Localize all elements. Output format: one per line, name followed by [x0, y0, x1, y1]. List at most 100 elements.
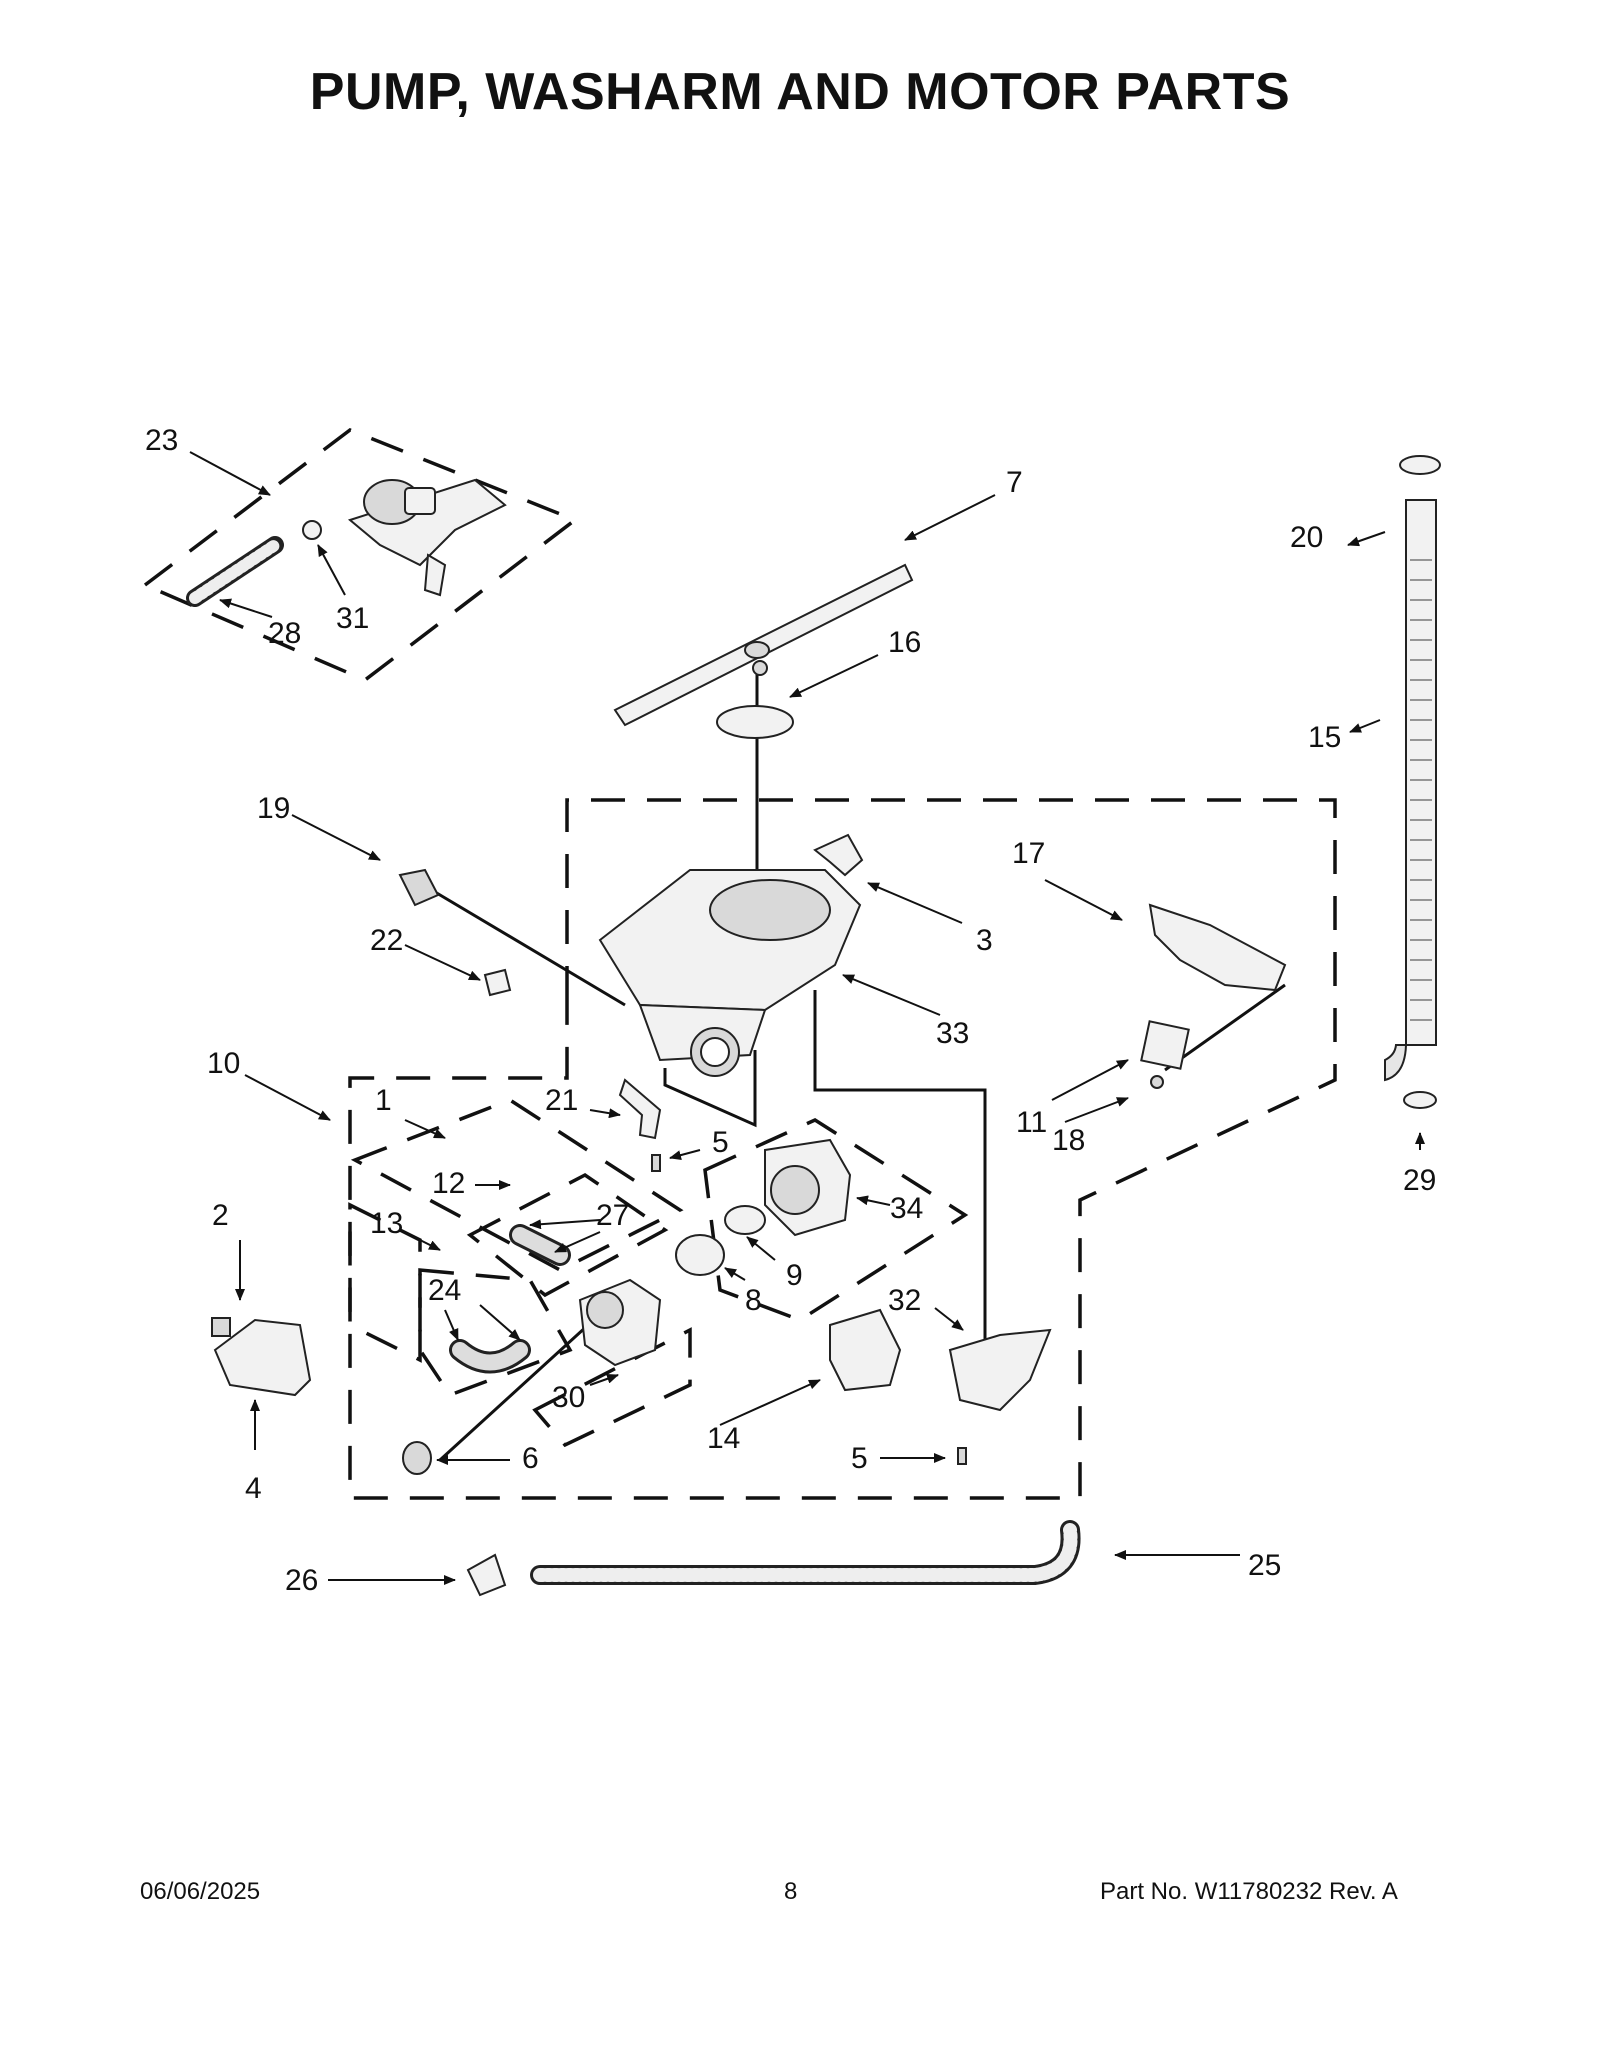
callout-7: 7 [1006, 466, 1023, 499]
arrow-11 [1051, 1059, 1129, 1101]
callout-24: 24 [428, 1274, 461, 1307]
arrow-9 [746, 1236, 776, 1261]
mount-11-icon [1140, 1020, 1190, 1070]
callout-30: 30 [552, 1381, 585, 1414]
screw-5b-icon [957, 1447, 967, 1465]
callout-26: 26 [285, 1564, 318, 1597]
sump-outlet-line [663, 1050, 757, 1128]
callout-20: 20 [1290, 521, 1323, 554]
callout-28: 28 [268, 617, 301, 650]
hose-25-icon [530, 1520, 1081, 1585]
callout-32: 32 [888, 1284, 921, 1317]
callout-19: 19 [257, 792, 290, 825]
screw-5a-icon [651, 1154, 661, 1172]
callout-13: 13 [370, 1207, 403, 1240]
group-1-outline [350, 1098, 684, 1272]
group-23-outline [141, 428, 579, 683]
clamp-20-icon [1399, 455, 1441, 475]
callout-2: 2 [212, 1199, 229, 1232]
arrow-10 [244, 1074, 331, 1121]
arrow-23 [189, 451, 271, 496]
group-33-outline [348, 798, 1337, 1500]
bracket-21-icon [618, 1078, 662, 1140]
arrow-24b [444, 1309, 459, 1341]
arrow-30 [589, 1373, 619, 1386]
drain-hose-icon [1384, 499, 1437, 1082]
arrow-3 [867, 882, 963, 924]
callout-8: 8 [745, 1284, 762, 1317]
arrow-24a [479, 1304, 521, 1341]
callout-14: 14 [707, 1422, 740, 1455]
callout-33: 33 [936, 1017, 969, 1050]
arrow-7 [904, 494, 996, 541]
arrow-27b [554, 1231, 601, 1253]
arrow-18 [1064, 1097, 1129, 1123]
callout-23: 23 [145, 424, 178, 457]
callout-4: 4 [245, 1472, 262, 1505]
arrow-8 [724, 1267, 746, 1281]
callout-9: 9 [786, 1259, 803, 1292]
group-outlines [141, 428, 1337, 1500]
pump-housing-icon [578, 1278, 662, 1367]
arrow-15 [1349, 719, 1381, 733]
arrow-14 [719, 1379, 821, 1426]
callout-5a: 5 [712, 1126, 729, 1159]
hose-28-icon [186, 536, 284, 607]
callout-27: 27 [596, 1199, 629, 1232]
callout-31: 31 [336, 602, 369, 635]
valve-14-icon [829, 1308, 902, 1392]
arrow-32 [934, 1307, 964, 1331]
callout-25: 25 [1248, 1549, 1281, 1582]
clamp-29-icon [1403, 1091, 1437, 1109]
arrow-13 [409, 1234, 441, 1251]
bracket-4-icon [211, 1317, 312, 1397]
group-24-outline [418, 1268, 573, 1398]
screw-18-icon [1150, 1075, 1164, 1089]
arrow-22 [404, 944, 481, 981]
motor-32-icon [948, 1328, 1052, 1412]
group-34-outline [703, 1118, 969, 1322]
leader-arrows [189, 451, 1425, 1585]
bearing-disc-icon [716, 705, 794, 739]
callout-1: 1 [375, 1084, 392, 1117]
callout-10: 10 [207, 1047, 240, 1080]
clip-3-icon [813, 833, 864, 877]
clip-26-icon [466, 1553, 507, 1597]
arrow-20 [1347, 531, 1386, 547]
arrow-28 [219, 598, 273, 618]
callout-29: 29 [1403, 1164, 1436, 1197]
callout-22: 22 [370, 924, 403, 957]
callout-6: 6 [522, 1442, 539, 1475]
footer-part-number: Part No. W11780232 Rev. A [1100, 1878, 1398, 1905]
sensor-19-line [434, 890, 626, 1007]
callout-18: 18 [1052, 1124, 1085, 1157]
arrow-27a [529, 1219, 601, 1230]
callout-17: 17 [1012, 837, 1045, 870]
callout-15: 15 [1308, 721, 1341, 754]
bracket-17-line [1164, 983, 1286, 1072]
valve-assembly-icon [347, 478, 507, 597]
footer-page-number: 8 [784, 1878, 798, 1905]
arrow-5a [669, 1149, 701, 1160]
bracket-17-icon [1148, 903, 1287, 992]
callout-3: 3 [976, 924, 993, 957]
group-13-outline [348, 1202, 422, 1363]
callout-12: 12 [432, 1167, 465, 1200]
callout-21: 21 [545, 1084, 578, 1117]
arrow-19 [291, 814, 381, 861]
callout-11: 11 [1016, 1106, 1047, 1139]
sump-icon [598, 869, 862, 1077]
arrow-31 [317, 544, 346, 596]
pump-motor-icon [764, 1138, 852, 1237]
ring-9-icon [724, 1205, 766, 1235]
sensor-19-icon [398, 868, 440, 907]
arrow-21 [589, 1108, 621, 1119]
clamp-31-icon [302, 520, 322, 540]
part-22-icon [483, 968, 512, 997]
callout-labels: 23 28 31 7 16 19 22 3 33 17 20 15 11 18 … [145, 424, 1436, 1597]
washarm-hub-icon [744, 641, 770, 659]
part-drawings [186, 455, 1441, 1597]
impeller-8-icon [675, 1234, 725, 1276]
callout-16: 16 [888, 626, 921, 659]
